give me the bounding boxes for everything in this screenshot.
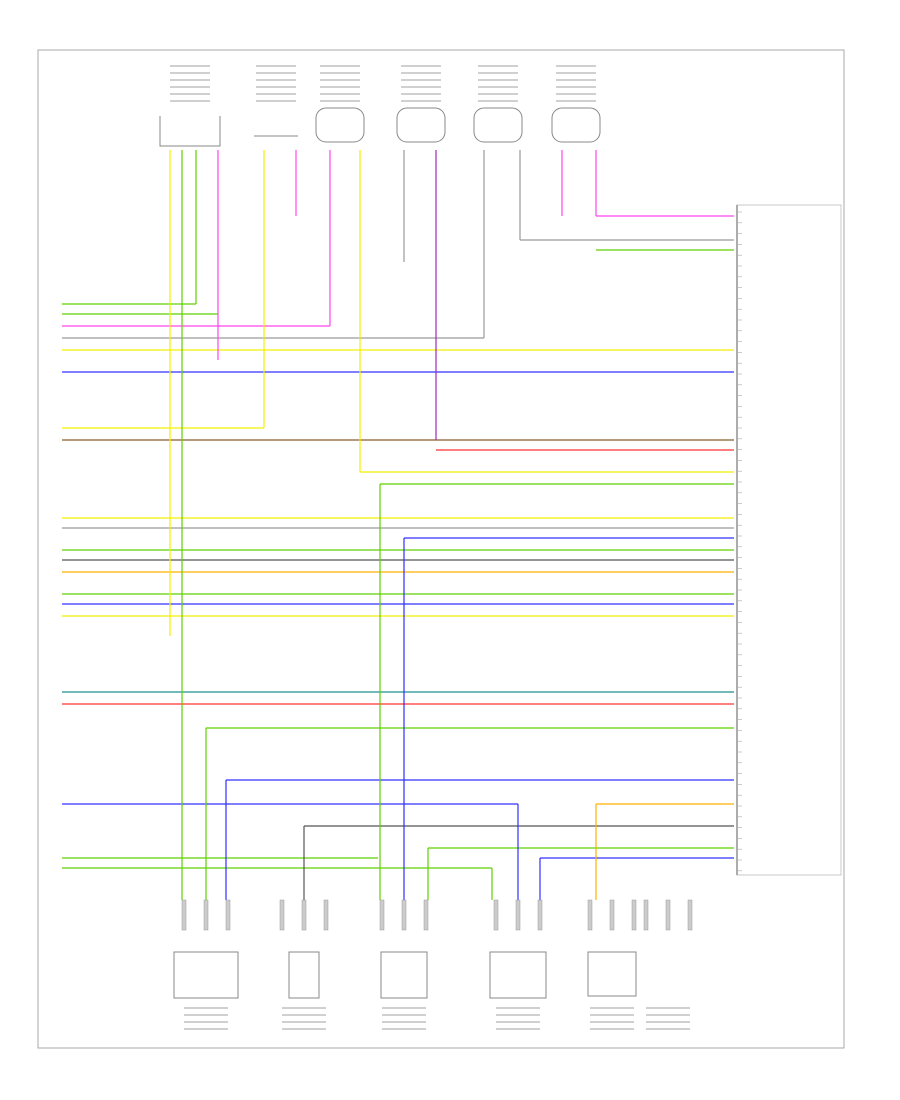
connector-stub: [665, 899, 671, 931]
connector-stub: [643, 899, 649, 931]
connector-stub: [587, 899, 593, 931]
connector-stub: [379, 899, 385, 931]
connector-stub: [181, 899, 187, 931]
connector-stub: [203, 899, 209, 931]
connector-stub: [279, 899, 285, 931]
vertical-wires: [169, 150, 597, 900]
top-sensor: [254, 65, 298, 137]
connector-stub: [631, 899, 637, 931]
pcm-outline: [736, 204, 842, 876]
pcm-connector: [736, 204, 842, 876]
horizontal-wires: [62, 215, 734, 869]
connector-stub: [537, 899, 543, 931]
top-sensor: [159, 65, 221, 147]
top-sensor-body: [315, 107, 365, 143]
connector-stub: [401, 899, 407, 931]
connector-stub: [423, 899, 429, 931]
bottom-sensor: [173, 899, 239, 1030]
bottom-sensors: [173, 899, 693, 1030]
connector-stub: [687, 899, 693, 931]
top-sensor: [473, 65, 523, 143]
top-sensor-body: [473, 107, 523, 143]
top-sensor-body: [551, 107, 601, 143]
bottom-sensor: [379, 899, 429, 1030]
bottom-sensor-body: [489, 951, 547, 999]
bottom-sensor-body: [173, 951, 239, 999]
diagram-frame: [37, 49, 845, 1049]
bottom-sensor-body: [380, 951, 428, 999]
connector-stub: [323, 899, 329, 931]
top-sensor-body: [159, 116, 221, 147]
bottom-sensor: [587, 899, 637, 1030]
connector-stub: [493, 899, 499, 931]
top-sensor: [551, 65, 601, 143]
bottom-sensor-body: [288, 951, 320, 999]
top-sensor-body: [396, 107, 446, 143]
connector-stub: [225, 899, 231, 931]
connector-stub: [609, 899, 615, 931]
top-sensor: [315, 65, 365, 143]
bottom-sensor: [643, 899, 693, 1030]
top-sensor: [396, 65, 446, 143]
connector-stub: [301, 899, 307, 931]
bottom-sensor-body: [587, 951, 637, 997]
connector-stub: [515, 899, 521, 931]
bottom-sensor: [489, 899, 547, 1030]
bottom-sensor: [279, 899, 329, 1030]
top-sensors: [159, 65, 601, 147]
